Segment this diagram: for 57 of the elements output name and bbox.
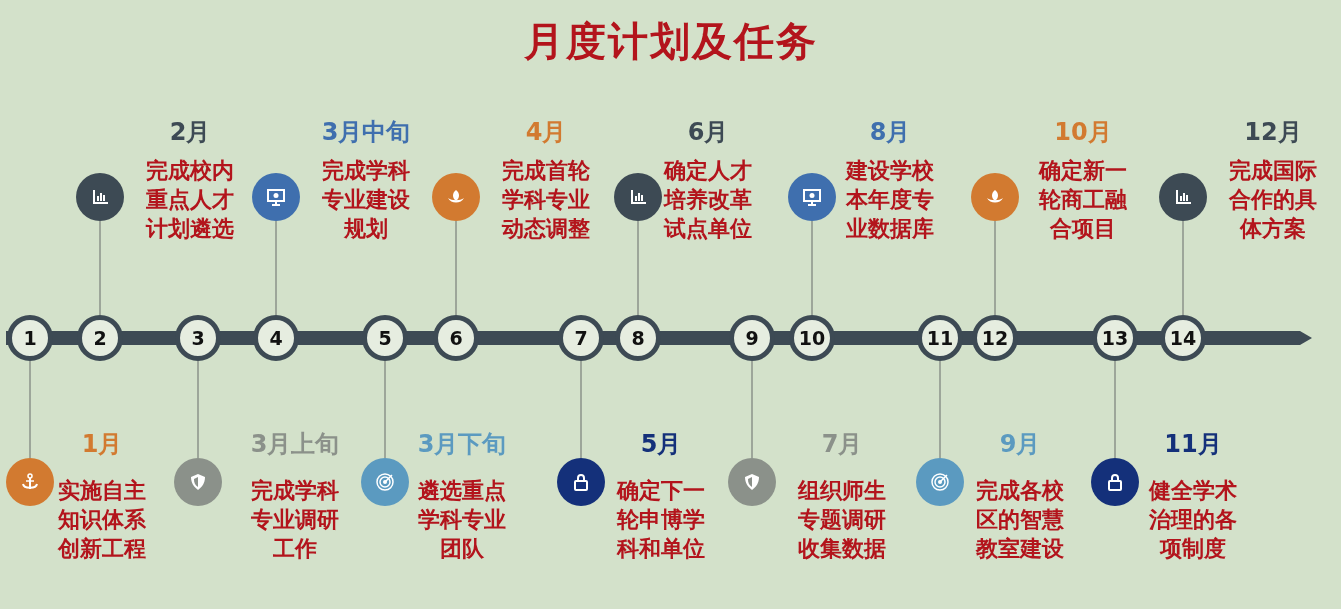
number-circle: 2 xyxy=(77,315,123,361)
task-text: 确定人才培养改革试点单位 xyxy=(662,157,753,243)
task-text: 组织师生专题调研收集数据 xyxy=(796,477,887,563)
leader-line xyxy=(29,360,31,459)
number-circle: 1 xyxy=(7,315,53,361)
leader-line xyxy=(939,360,941,459)
month-heading: 10月 xyxy=(1053,117,1113,148)
leader-line xyxy=(197,360,199,459)
number-circle: 4 xyxy=(253,315,299,361)
month-heading: 5月 xyxy=(639,429,683,460)
task-text: 完成校内重点人才计划遴选 xyxy=(144,157,235,243)
number-circle: 11 xyxy=(917,315,963,361)
leader-line xyxy=(99,220,101,316)
leader-line xyxy=(455,220,457,316)
number-circle: 7 xyxy=(558,315,604,361)
leader-line xyxy=(811,220,813,316)
number-circle: 6 xyxy=(433,315,479,361)
month-heading: 8月 xyxy=(868,117,912,148)
number-circle: 5 xyxy=(362,315,408,361)
number-circle: 13 xyxy=(1092,315,1138,361)
month-heading: 1月 xyxy=(80,429,124,460)
month-heading: 4月 xyxy=(524,117,568,148)
leader-line xyxy=(1114,360,1116,459)
leader-line xyxy=(751,360,753,459)
leader-line xyxy=(580,360,582,459)
month-heading: 3月上旬 xyxy=(249,429,341,460)
month-heading: 3月中旬 xyxy=(320,117,412,148)
leader-line xyxy=(994,220,996,316)
number-circle: 10 xyxy=(789,315,835,361)
number-circle: 14 xyxy=(1160,315,1206,361)
title: 月度计划及任务 xyxy=(523,18,818,64)
leader-line xyxy=(637,220,639,316)
number-circle: 9 xyxy=(729,315,775,361)
task-text: 实施自主知识体系创新工程 xyxy=(56,477,147,563)
task-text: 完成学科专业建设规划 xyxy=(321,157,411,243)
number-circle: 8 xyxy=(615,315,661,361)
task-text: 建设学校本年度专业数据库 xyxy=(844,157,935,243)
task-text: 遴选重点学科专业团队 xyxy=(417,477,507,563)
leader-line xyxy=(275,220,277,316)
month-heading: 3月下旬 xyxy=(416,429,508,460)
task-text: 完成各校区的智慧教室建设 xyxy=(974,477,1065,563)
number-circle: 12 xyxy=(972,315,1018,361)
month-heading: 12月 xyxy=(1243,117,1303,148)
task-text: 完成国际合作的具体方案 xyxy=(1228,157,1318,243)
task-text: 完成首轮学科专业动态调整 xyxy=(500,157,591,243)
task-text: 确定新一轮商工融合项目 xyxy=(1037,157,1128,243)
month-heading: 6月 xyxy=(686,117,730,148)
month-heading: 7月 xyxy=(820,429,864,460)
leader-line xyxy=(384,360,386,459)
number-circle: 3 xyxy=(175,315,221,361)
month-heading: 2月 xyxy=(168,117,212,148)
task-text: 健全学术治理的各项制度 xyxy=(1147,477,1238,563)
month-heading: 11月 xyxy=(1163,429,1223,460)
month-heading: 9月 xyxy=(998,429,1042,460)
task-text: 完成学科专业调研工作 xyxy=(250,477,340,563)
leader-line xyxy=(1182,220,1184,316)
task-text: 确定下一轮申博学科和单位 xyxy=(615,477,706,563)
